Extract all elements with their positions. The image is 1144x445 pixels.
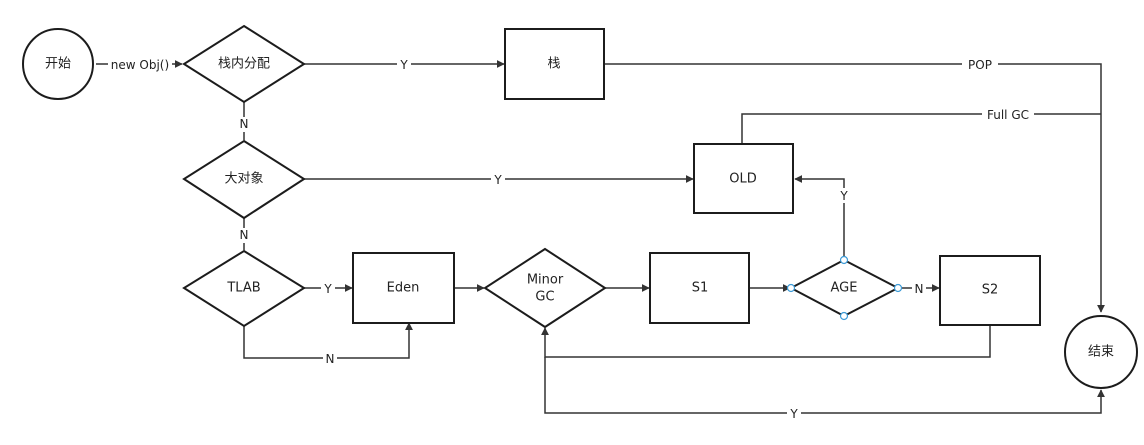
selection-handle-bottom[interactable]	[839, 311, 849, 321]
edge-label-stack-no: N	[240, 117, 249, 131]
node-s1-label: S1	[692, 281, 709, 296]
node-minor-gc-label-line2: GC	[535, 290, 554, 305]
node-minor-gc[interactable]: Minor GC	[483, 247, 607, 329]
edge-labels: new Obj() Y POP N Full GC Y N Y N Y N Y	[108, 57, 1034, 421]
node-eden-label: Eden	[387, 281, 420, 296]
edge-label-pop: POP	[968, 58, 992, 72]
edge-label-new-obj: new Obj()	[111, 58, 169, 72]
node-stack-alloc[interactable]: 栈内分配	[182, 24, 306, 104]
node-big-object[interactable]: 大对象	[182, 139, 306, 220]
node-end[interactable]: 结束	[1064, 315, 1138, 389]
edge-age-to-old	[794, 175, 845, 260]
edge-label-stack-yes: Y	[399, 58, 408, 72]
node-start-label: 开始	[45, 57, 71, 72]
selection-handle-right[interactable]	[893, 283, 903, 293]
node-big-object-label: 大对象	[224, 172, 263, 187]
node-start[interactable]: 开始	[22, 28, 94, 100]
edge-stack-to-end	[604, 63, 1105, 313]
edge-label-age-no: N	[915, 282, 924, 296]
node-s2[interactable]: S2	[939, 255, 1041, 326]
node-stack-label: 栈	[547, 57, 560, 72]
selection-handle-left[interactable]	[786, 283, 796, 293]
node-tlab[interactable]: TLAB	[182, 249, 306, 328]
node-s2-label: S2	[982, 283, 999, 298]
edge-label-tlab-yes: Y	[323, 282, 332, 296]
edge-s2-to-minor-gc	[541, 324, 991, 358]
edge-label-tlab-no: N	[326, 352, 335, 366]
selection-handle-top[interactable]	[839, 255, 849, 265]
edge-label-gc-yes: Y	[789, 407, 798, 421]
node-stack-alloc-label: 栈内分配	[218, 56, 270, 72]
node-age-label: AGE	[831, 281, 858, 296]
node-s1[interactable]: S1	[649, 252, 750, 324]
node-end-label: 结束	[1088, 345, 1114, 360]
edge-label-age-yes: Y	[839, 189, 848, 203]
node-eden[interactable]: Eden	[352, 252, 455, 324]
node-stack[interactable]: 栈	[504, 28, 605, 100]
edge-label-big-yes: Y	[493, 173, 502, 187]
node-old[interactable]: OLD	[693, 143, 794, 214]
node-tlab-label: TLAB	[226, 281, 260, 296]
edge-label-full-gc: Full GC	[987, 108, 1029, 122]
edge-minor-gc-to-end	[544, 357, 1105, 414]
node-minor-gc-label-line1: Minor	[527, 273, 564, 288]
edge-label-big-no: N	[240, 228, 249, 242]
edge-old-to-end	[741, 113, 1101, 144]
node-old-label: OLD	[729, 172, 757, 187]
node-age[interactable]: AGE	[786, 255, 903, 321]
